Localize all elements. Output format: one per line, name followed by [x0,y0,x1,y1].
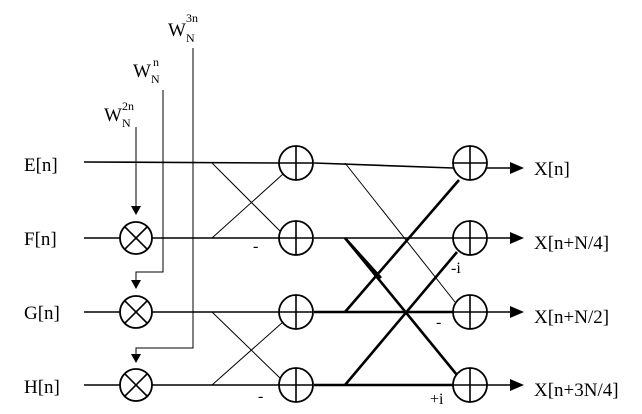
twiddle-wn-sub: N [151,72,160,86]
twiddle-w2n-label: W N 2n [104,99,134,130]
stage2-sign-h: +i [430,391,444,408]
stage1-cross-gh-a [211,311,281,379]
twiddle-wn-base: W [133,61,151,82]
output-label-1: X[n+N/4] [534,233,609,254]
stage2-adder-2 [452,294,488,330]
input-label-f: F[n] [24,229,57,250]
output-arrow-3 [510,379,524,391]
stage1-cross-ef-a [211,162,281,232]
input-label-e: E[n] [24,155,58,176]
twiddle-w2n-base: W [104,105,122,126]
twiddle-w3n-arrowhead [131,354,141,363]
stage2-sign-g: - [436,314,441,331]
twiddle-wn-arrowhead [131,280,141,289]
stage1-cross-gh-b [211,321,284,386]
multiplier-node-g [119,295,153,329]
twiddle-w2n-sub: N [122,116,131,130]
stage2-cross-g-to-top [344,179,460,313]
stage1-cross-ef-b [211,173,284,239]
twiddle-w3n-label: W N 3n [168,11,198,45]
input-label-g: G[n] [24,303,60,324]
stage2-adder-3 [452,367,488,403]
twiddle-w3n-sup: 3n [186,11,198,25]
twiddle-wn-sup: n [153,55,159,69]
multiplier-node-f [119,221,153,255]
stage2-adder-1 [452,220,488,256]
output-arrow-2 [510,306,524,318]
twiddle-w3n-base: W [168,20,186,41]
stage1-sign-f: - [253,238,258,255]
twiddle-wn-label: W N n [133,55,160,86]
input-line-e [83,161,281,164]
twiddle-w3n-feed-line [135,48,194,358]
twiddle-w3n-sub: N [186,31,195,45]
stage2-adder-0 [452,145,488,181]
output-arrow-1 [510,232,524,244]
output-label-3: X[n+3N/4] [534,380,619,401]
multiplier-node-h [119,368,153,402]
stage2-cross-h-to-f [344,251,458,386]
stage1-sign-h: - [258,388,263,405]
twiddle-wn-feed-line [135,90,164,284]
stage2-cross-f-to-g [344,237,382,279]
stage1-top-diagonal-line [344,162,456,303]
stage1-to-stage2-top-line [313,162,454,169]
stage2-cross-f-to-h [343,237,459,376]
output-label-2: X[n+N/2] [534,307,609,328]
twiddle-w2n-sup: 2n [122,99,134,113]
output-label-0: X[n] [534,159,570,180]
stage2-sign-f: -i [451,260,461,277]
twiddle-w2n-arrowhead [131,206,141,215]
stage1-adder-e [278,145,314,181]
input-label-h: H[n] [24,377,60,398]
stage1-adder-f [278,220,314,256]
stage1-adder-g [278,294,314,330]
stage1-adder-h [278,367,314,403]
output-arrow-0 [510,162,524,174]
